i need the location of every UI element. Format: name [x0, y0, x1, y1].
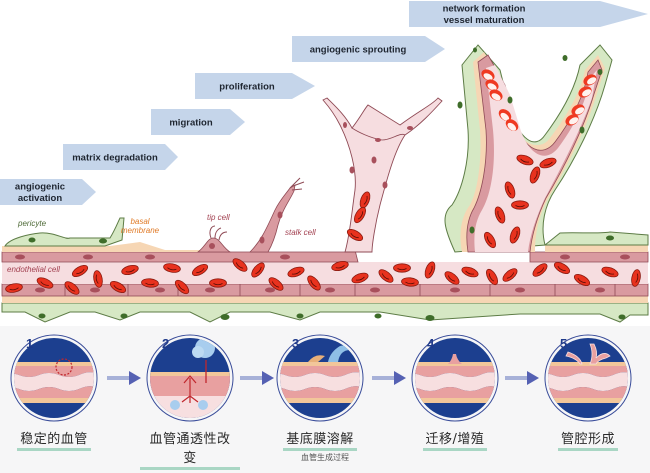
- stage-arrow-4: proliferation: [195, 73, 315, 99]
- step-number: 3: [292, 336, 299, 351]
- step-arrow-icon: [240, 371, 274, 385]
- stage-arrow-2: matrix degradation: [63, 144, 178, 170]
- step-3-illustration: 3: [276, 334, 364, 422]
- tip-cell-label: tip cell: [207, 213, 230, 222]
- stage-label: angiogenic sprouting: [310, 45, 407, 56]
- stage-label: vessel maturation: [444, 15, 525, 26]
- basal-membrane-label: basal: [130, 217, 149, 226]
- step-number: 1: [26, 336, 33, 351]
- stage-label: migration: [169, 118, 212, 129]
- step-2-illustration: 2: [146, 334, 234, 422]
- step-arrow-icon: [372, 371, 406, 385]
- stage-arrows: angiogenic activation matrix degradation…: [0, 1, 648, 205]
- step-label: 稳定的血管: [14, 428, 94, 451]
- endothelial-cell-label: endothelial cell: [7, 265, 60, 274]
- step-number: 5: [560, 336, 567, 351]
- figure-caption: 血管生成过程: [301, 453, 349, 462]
- stage-label: activation: [18, 193, 63, 204]
- pericyte-label: pericyte: [17, 219, 47, 228]
- stage-label: angiogenic: [15, 182, 65, 193]
- stage-label: matrix degradation: [72, 153, 158, 164]
- main-vessel: [1, 44, 649, 323]
- stage-arrow-6: network formation vessel maturation: [409, 1, 648, 27]
- step-arrow-icon: [505, 371, 539, 385]
- step-number: 2: [162, 336, 169, 351]
- stage-arrow-1: angiogenic activation: [0, 179, 96, 205]
- step-label: 迁移/增殖: [410, 428, 500, 451]
- stage-label: proliferation: [219, 82, 275, 93]
- stage-arrow-5: angiogenic sprouting: [292, 36, 445, 62]
- step-label: 血管通透性改变: [140, 428, 240, 470]
- step-5-illustration: 5: [544, 334, 632, 422]
- step-1-illustration: 1: [10, 334, 98, 422]
- step-arrow-icon: [107, 371, 141, 385]
- basal-membrane-label: membrane: [121, 226, 160, 235]
- angiogenesis-diagram: angiogenic activation matrix degradation…: [0, 1, 649, 323]
- step-label: 基底膜溶解: [275, 428, 365, 451]
- stage-label: network formation: [443, 4, 526, 15]
- step-number: 4: [427, 336, 435, 351]
- stalk-cell-label: stalk cell: [285, 228, 316, 237]
- stage-arrow-3: migration: [151, 109, 245, 135]
- steps-panel: 1 2 3: [0, 326, 650, 473]
- step-label: 管腔形成: [548, 428, 628, 451]
- step-4-illustration: 4: [411, 334, 499, 422]
